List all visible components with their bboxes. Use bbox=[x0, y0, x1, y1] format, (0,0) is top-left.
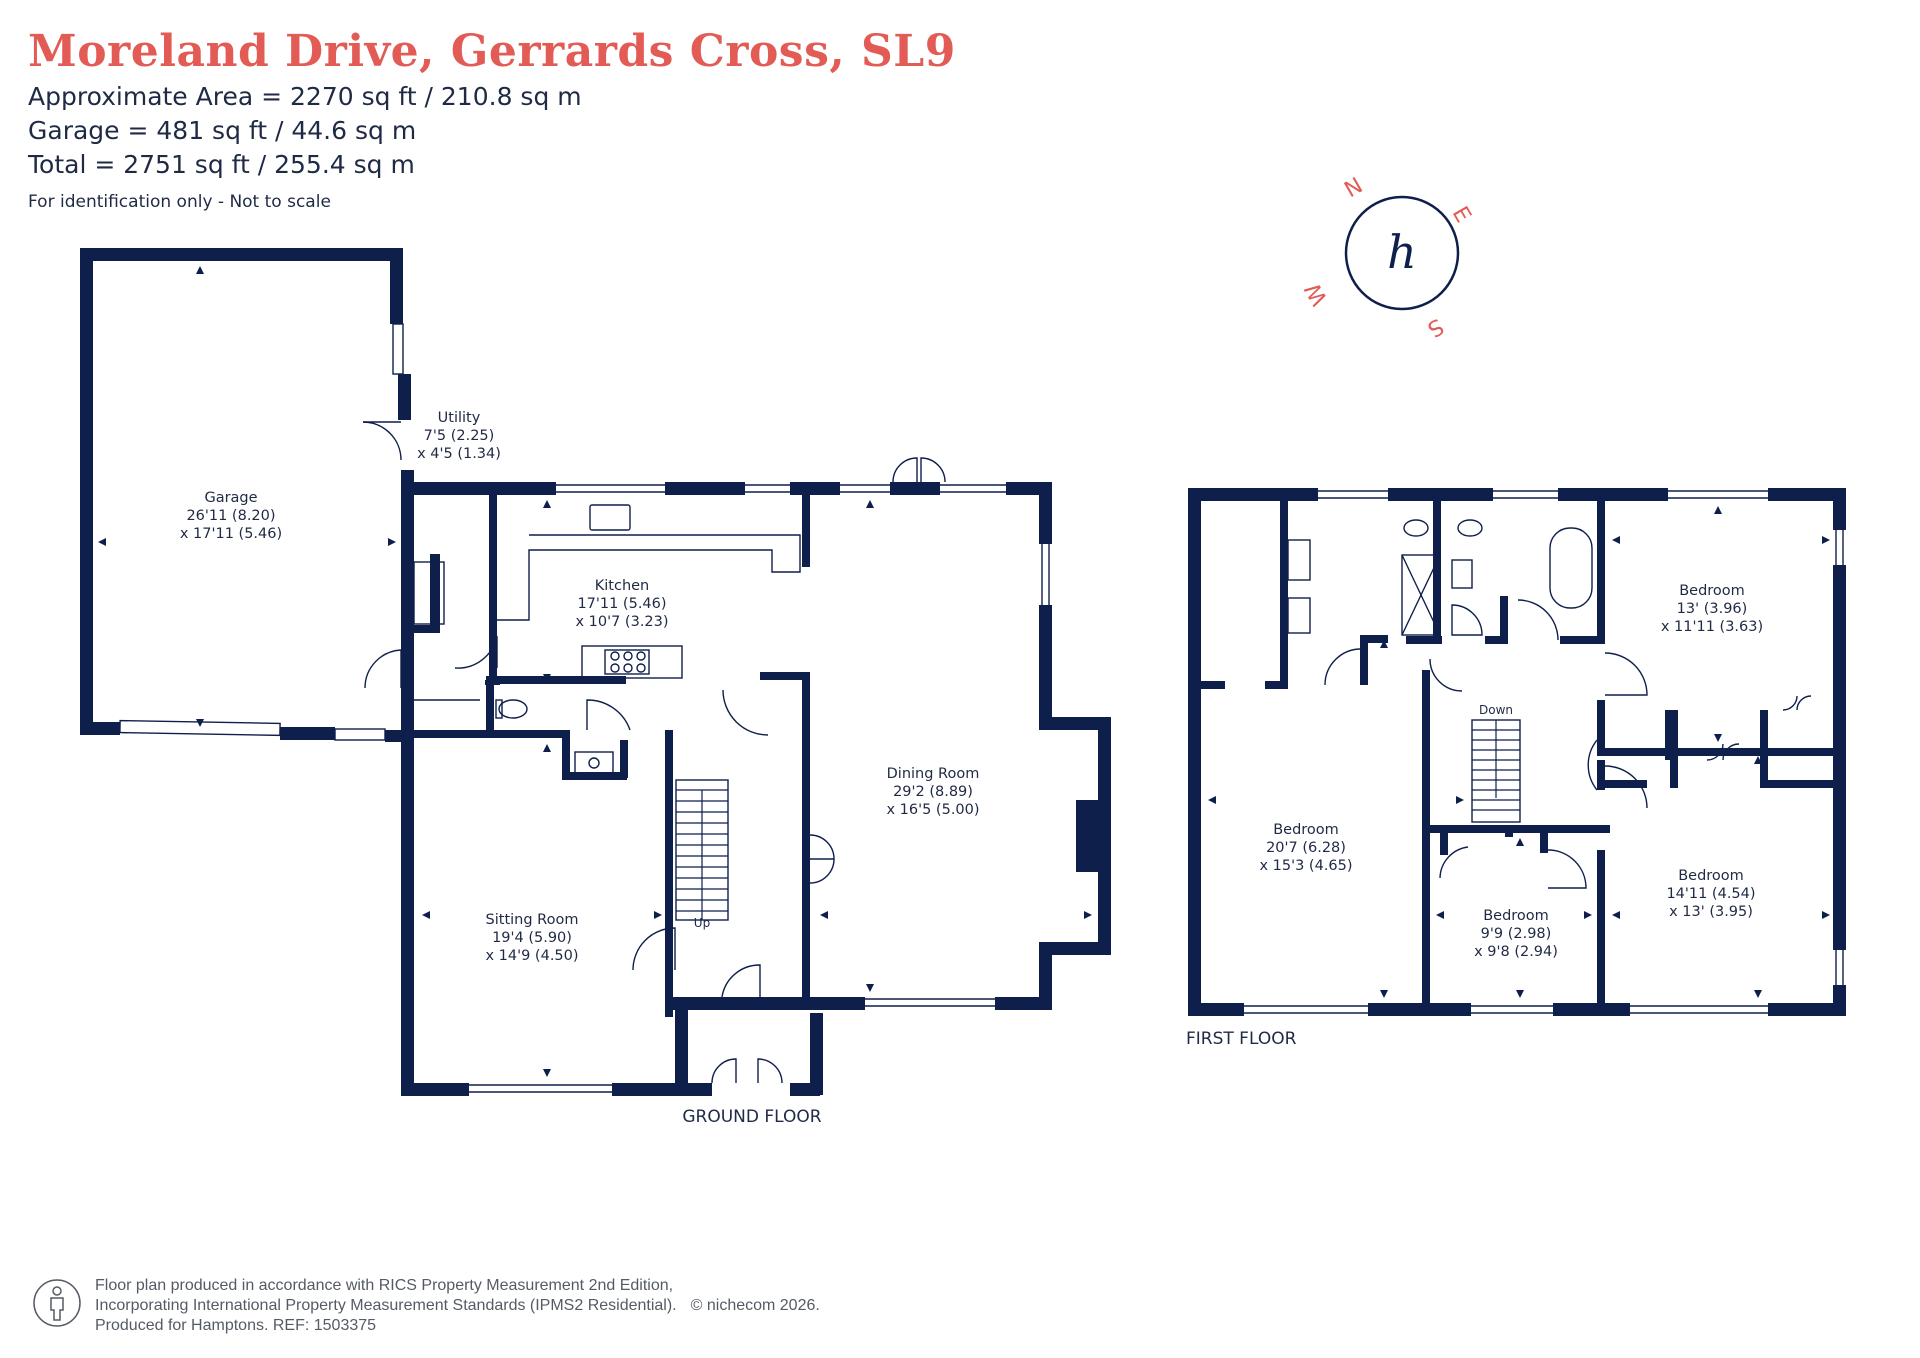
utility-dim2: x 4'5 (1.34) bbox=[417, 446, 501, 462]
garage-dim1: 26'11 (8.20) bbox=[186, 508, 275, 524]
arrow-left-icon bbox=[422, 911, 430, 919]
scale-note: For identification only - Not to scale bbox=[28, 192, 331, 212]
first-floor-label: FIRST FLOOR bbox=[1186, 1029, 1297, 1049]
bedroom4-dim2: x 13' (3.95) bbox=[1669, 904, 1753, 920]
arrow-left-icon bbox=[1612, 911, 1620, 919]
footer-line1: Floor plan produced in accordance with R… bbox=[95, 1277, 674, 1294]
garage-area: Garage = 481 sq ft / 44.6 sq m bbox=[28, 116, 417, 145]
first-dimension-arrows bbox=[1208, 506, 1830, 998]
bedroom3-dim2: x 9'8 (2.94) bbox=[1474, 944, 1558, 960]
arrow-down-icon bbox=[1754, 990, 1762, 998]
stairs-up-label: Up bbox=[694, 916, 710, 930]
compass-west: W bbox=[1301, 278, 1334, 310]
first-floor-walls bbox=[1188, 488, 1846, 1016]
arrow-up-icon bbox=[866, 500, 874, 508]
dining-name: Dining Room bbox=[887, 766, 980, 782]
dining-dim2: x 16'5 (5.00) bbox=[886, 802, 979, 818]
footer-copyright: © nichecom 2026. bbox=[690, 1297, 820, 1314]
garage-dim2: x 17'11 (5.46) bbox=[180, 526, 282, 542]
compass-east: E bbox=[1447, 203, 1476, 228]
first-floor-fittings bbox=[1190, 490, 1844, 1014]
bedroom3-dim1: 9'9 (2.98) bbox=[1481, 926, 1552, 942]
bedroom2-dim2: x 15'3 (4.65) bbox=[1259, 858, 1352, 874]
compass-ring bbox=[1344, 195, 1460, 311]
bedroom1-dim1: 13' (3.96) bbox=[1677, 601, 1748, 617]
header: Moreland Drive, Gerrards Cross, SL9 Appr… bbox=[28, 24, 956, 212]
sitting-dim2: x 14'9 (4.50) bbox=[485, 948, 578, 964]
arrow-up-icon bbox=[196, 266, 204, 274]
approx-area: Approximate Area = 2270 sq ft / 210.8 sq… bbox=[28, 82, 582, 111]
arrow-right-icon bbox=[1584, 911, 1592, 919]
ground-dimension-arrows bbox=[98, 266, 1092, 1077]
arrow-left-icon bbox=[1436, 911, 1444, 919]
arrow-down-icon bbox=[866, 984, 874, 992]
footer-line2-row: Incorporating International Property Mea… bbox=[95, 1296, 820, 1316]
total-area: Total = 2751 sq ft / 255.4 sq m bbox=[28, 150, 415, 179]
stairs-down-label: Down bbox=[1479, 703, 1513, 717]
utility-dim1: 7'5 (2.25) bbox=[424, 428, 495, 444]
kitchen-name: Kitchen bbox=[595, 578, 650, 594]
compass: h N E S W bbox=[1301, 173, 1476, 341]
person-icon bbox=[33, 1279, 81, 1327]
arrow-right-icon bbox=[1822, 911, 1830, 919]
arrow-left-icon bbox=[98, 538, 106, 546]
bedroom4-dim1: 14'11 (4.54) bbox=[1666, 886, 1755, 902]
arrow-down-icon bbox=[543, 1069, 551, 1077]
arrow-up-icon bbox=[1380, 640, 1388, 648]
compass-south: S bbox=[1423, 313, 1448, 342]
arrow-left-icon bbox=[1612, 536, 1620, 544]
arrow-up-icon bbox=[1714, 506, 1722, 514]
property-title: Moreland Drive, Gerrards Cross, SL9 bbox=[28, 26, 956, 77]
arrow-down-icon bbox=[1714, 734, 1722, 742]
sitting-dim1: 19'4 (5.90) bbox=[492, 930, 572, 946]
arrow-up-icon bbox=[1754, 756, 1762, 764]
arrow-up-icon bbox=[543, 500, 551, 508]
arrow-right-icon bbox=[1456, 796, 1464, 804]
compass-logo-icon: h bbox=[1387, 225, 1417, 279]
arrow-right-icon bbox=[388, 538, 396, 546]
arrow-left-icon bbox=[1208, 796, 1216, 804]
garage-name: Garage bbox=[204, 490, 257, 506]
arrow-down-icon bbox=[1380, 990, 1388, 998]
kitchen-dim1: 17'11 (5.46) bbox=[577, 596, 666, 612]
bedroom1-dim2: x 11'11 (3.63) bbox=[1661, 619, 1763, 635]
ground-stair-treads bbox=[676, 789, 728, 920]
arrow-up-icon bbox=[1516, 838, 1524, 846]
sitting-name: Sitting Room bbox=[486, 912, 579, 928]
arrow-down-icon bbox=[196, 719, 204, 727]
ground-floor-walls bbox=[80, 248, 1111, 1096]
dining-dim1: 29'2 (8.89) bbox=[893, 784, 973, 800]
first-stair-treads bbox=[1472, 720, 1520, 811]
arrow-right-icon bbox=[1822, 536, 1830, 544]
utility-name: Utility bbox=[438, 410, 481, 426]
arrow-right-icon bbox=[654, 911, 662, 919]
footer-line2: Incorporating International Property Mea… bbox=[95, 1297, 677, 1314]
ground-floor-fittings bbox=[119, 323, 1098, 1093]
arrow-down-icon bbox=[1516, 990, 1524, 998]
arrow-up-icon bbox=[543, 744, 551, 752]
arrow-down-icon bbox=[543, 674, 551, 682]
footer: Floor plan produced in accordance with R… bbox=[95, 1276, 820, 1336]
first-room-labels: Bedroom 13' (3.96) x 11'11 (3.63) Bedroo… bbox=[1259, 583, 1763, 960]
arrow-left-icon bbox=[820, 911, 828, 919]
kitchen-dim2: x 10'7 (3.23) bbox=[575, 614, 668, 630]
ground-room-labels: Garage 26'11 (8.20) x 17'11 (5.46) Utili… bbox=[180, 410, 980, 1127]
bedroom2-dim1: 20'7 (6.28) bbox=[1266, 840, 1346, 856]
arrow-right-icon bbox=[1084, 911, 1092, 919]
bedroom1-name: Bedroom bbox=[1679, 583, 1745, 599]
ground-floor-label: GROUND FLOOR bbox=[682, 1107, 821, 1127]
bedroom3-name: Bedroom bbox=[1483, 908, 1549, 924]
bedroom4-name: Bedroom bbox=[1678, 868, 1744, 884]
compass-north: N bbox=[1341, 173, 1368, 203]
footer-line3: Produced for Hamptons. REF: 1503375 bbox=[95, 1317, 377, 1334]
bedroom2-name: Bedroom bbox=[1273, 822, 1339, 838]
